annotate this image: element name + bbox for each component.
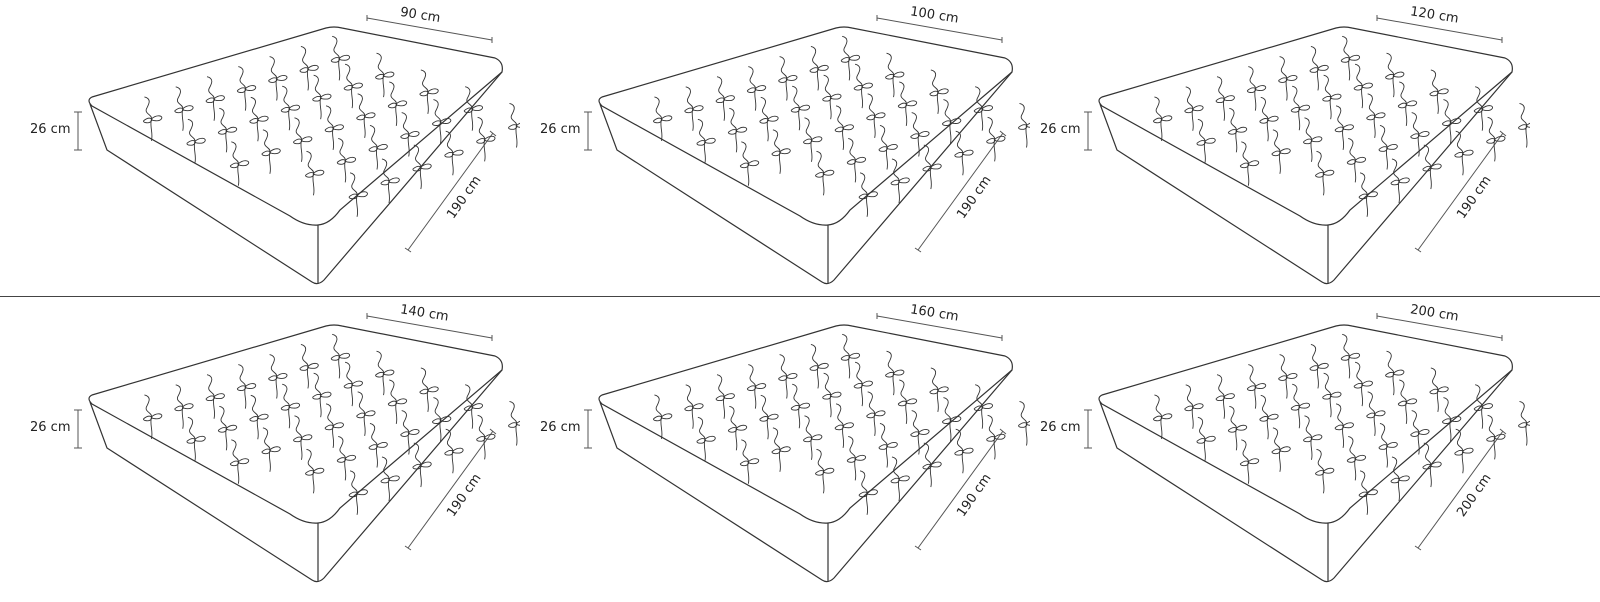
height-dimension-line bbox=[1084, 111, 1092, 151]
height-label: 26 cm bbox=[1040, 122, 1081, 137]
length-dimension-line bbox=[1414, 428, 1507, 551]
tufting-pattern bbox=[1152, 333, 1530, 515]
tufting-pattern bbox=[652, 35, 1030, 217]
height-dimension-line bbox=[584, 409, 592, 449]
mattress-side bbox=[1099, 71, 1513, 285]
mattress-top bbox=[598, 324, 1013, 524]
mattress-top bbox=[598, 26, 1013, 226]
mattress-drawing bbox=[74, 15, 520, 285]
length-dimension-line bbox=[914, 428, 1007, 551]
length-dimension-line bbox=[404, 428, 497, 551]
width-dimension-line bbox=[366, 313, 493, 341]
mattress-top bbox=[1098, 324, 1513, 524]
tufting-pattern bbox=[142, 35, 520, 217]
tufting-pattern bbox=[1152, 35, 1530, 217]
mattress-top bbox=[88, 26, 503, 226]
height-label: 26 cm bbox=[1040, 420, 1081, 435]
width-dimension-line bbox=[366, 15, 493, 43]
width-dimension-line bbox=[876, 15, 1003, 43]
mattress-side bbox=[89, 369, 503, 583]
mattress-drawing bbox=[1084, 15, 1530, 285]
length-dimension-line bbox=[1414, 130, 1507, 253]
height-label: 26 cm bbox=[30, 122, 71, 137]
height-dimension-line bbox=[74, 111, 82, 151]
mattress-drawing bbox=[584, 313, 1030, 583]
row-divider bbox=[0, 296, 1600, 297]
height-dimension-line bbox=[1084, 409, 1092, 449]
tufting-pattern bbox=[142, 333, 520, 515]
width-dimension-line bbox=[1376, 15, 1503, 43]
mattress-drawing bbox=[584, 15, 1030, 285]
mattress-top bbox=[1098, 26, 1513, 226]
height-dimension-line bbox=[74, 409, 82, 449]
length-dimension-line bbox=[914, 130, 1007, 253]
length-dimension-line bbox=[404, 130, 497, 253]
tufting-pattern bbox=[652, 333, 1030, 515]
mattress-drawing bbox=[74, 313, 520, 583]
height-label: 26 cm bbox=[540, 420, 581, 435]
width-dimension-line bbox=[876, 313, 1003, 341]
height-label: 26 cm bbox=[30, 420, 71, 435]
mattress-top bbox=[88, 324, 503, 524]
mattress-side bbox=[599, 369, 1013, 583]
mattress-side bbox=[89, 71, 503, 285]
mattress-side bbox=[1099, 369, 1513, 583]
mattress-side bbox=[599, 71, 1013, 285]
width-dimension-line bbox=[1376, 313, 1503, 341]
height-dimension-line bbox=[584, 111, 592, 151]
height-label: 26 cm bbox=[540, 122, 581, 137]
mattress-drawing bbox=[1084, 313, 1530, 583]
